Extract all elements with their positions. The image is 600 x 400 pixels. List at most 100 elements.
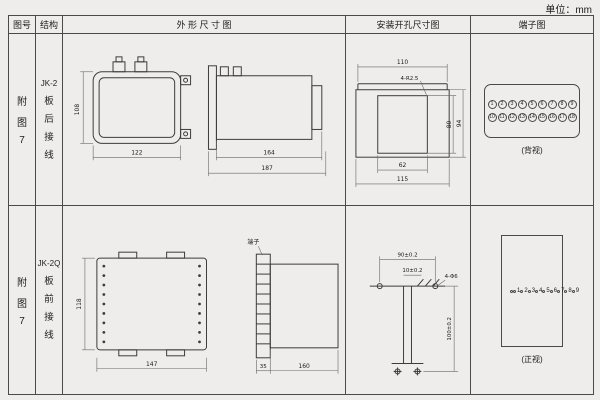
- relay-front-view: [96, 251, 207, 357]
- terminal-pin: 1: [487, 99, 497, 109]
- terminal-pin: 12: [507, 112, 517, 122]
- structure-char: 板: [44, 276, 54, 287]
- dim-10-label: 10±0.2: [402, 268, 422, 274]
- terminal-pin: 13: [517, 112, 527, 122]
- panel-section-view: [369, 278, 446, 376]
- terminal-hole-icon: [564, 289, 568, 293]
- view-label: (正视): [521, 355, 543, 364]
- relay-side-view: [255, 253, 339, 359]
- terminal-number: 8: [568, 288, 572, 294]
- model-label: JK-2: [40, 78, 58, 88]
- dim-160-label: 160: [298, 363, 310, 370]
- terminal-left: 7: [557, 288, 564, 294]
- dimension-labels: 108 122 164 187: [74, 104, 275, 173]
- terminal-pin: 14: [527, 112, 537, 122]
- mounting-cell-jk2q: 90±0.2 10±0.2 4-Φ6 100±0.2: [346, 206, 471, 394]
- terminal-hole-icon: [513, 289, 516, 293]
- fig-no-char: 7: [19, 315, 25, 327]
- terminal-pin: 2: [497, 99, 507, 109]
- model-label: JK-2Q: [37, 259, 61, 268]
- structure-char: 线: [44, 149, 54, 161]
- terminal-pin: 15: [537, 112, 547, 122]
- terminal-number: 6: [553, 288, 558, 294]
- structure-chars: 板后接线: [44, 93, 54, 161]
- header-terminal: 端子图: [471, 16, 593, 34]
- mounting-drawing-jk2: 110 4-R2.5 80 94 62 115: [355, 59, 467, 187]
- terminal-left: 6: [549, 288, 558, 294]
- outline-drawing-jk2: 108 122 164 187: [74, 56, 327, 177]
- terminal-hole-icon: [510, 289, 513, 293]
- terminal-pin: 8: [557, 99, 567, 109]
- structure-char: 后: [44, 113, 54, 125]
- terminal-number: 5: [546, 288, 550, 294]
- structure-cell-jk2q: JK-2Q 板前接线: [36, 206, 63, 394]
- terminal-pin: 7: [547, 99, 557, 109]
- dim-115-label: 115: [397, 176, 409, 183]
- dimension-lines: [379, 256, 459, 372]
- corner-radius-note: 4-R2.5: [401, 76, 419, 82]
- terminal-pin: 16: [547, 112, 557, 122]
- unit-label: 单位：mm: [545, 5, 592, 16]
- dim-108-label: 108: [74, 104, 81, 116]
- terminal-number: 2: [524, 288, 528, 294]
- structure-cell-jk2: JK-2 板后接线: [36, 34, 63, 206]
- terminal-left: 1: [513, 288, 520, 294]
- terminal-pin: 4: [517, 99, 527, 109]
- mounting-cell-jk2: 110 4-R2.5 80 94 62 115: [346, 34, 471, 206]
- dim-90-label: 90±0.2: [397, 252, 417, 258]
- terminal-pin: 3: [507, 99, 517, 109]
- fig-no-char: 7: [19, 135, 25, 146]
- outline-cell-jk2: 108 122 164 187: [63, 34, 346, 206]
- terminal-pin-dots: [102, 264, 201, 344]
- terminal-left: 9: [571, 288, 580, 294]
- structure-char: 线: [44, 330, 54, 341]
- terminal-left: 2: [520, 288, 528, 294]
- terminal-hole-icon: [535, 289, 539, 293]
- panel-cutout-view: [355, 83, 450, 158]
- fig-no-cell-jk2: 附图 7: [9, 34, 36, 206]
- mounting-drawing-jk2q: 90±0.2 10±0.2 4-Φ6 100±0.2: [369, 252, 459, 376]
- terminal-left: 5: [542, 288, 550, 294]
- dim-122-label: 122: [131, 149, 143, 156]
- terminal-hole-icon: [557, 289, 561, 293]
- terminal-number: 1: [517, 288, 521, 294]
- terminal-number: 7: [561, 288, 565, 294]
- terminal-hole-icon: [571, 289, 575, 293]
- outline-drawing-jk2q: 118 147 端子 35 160: [76, 238, 339, 374]
- view-label: (背视): [521, 145, 543, 155]
- terminal-left: 8: [564, 288, 572, 294]
- dim-187-label: 187: [261, 165, 273, 172]
- fig-no-char: 图: [17, 118, 27, 129]
- terminal-number: 4: [539, 288, 543, 294]
- structure-char: 接: [44, 312, 54, 323]
- terminal-number: 9: [575, 288, 580, 294]
- relay-front-view: [92, 56, 192, 144]
- dim-62-label: 62: [399, 162, 407, 169]
- terminal-strip-label: 端子: [247, 238, 259, 246]
- dim-100-label: 100±0.2: [447, 317, 453, 341]
- terminal-pin: 11: [497, 112, 507, 122]
- terminal-number: 3: [531, 288, 536, 294]
- dim-110-label: 110: [397, 59, 409, 66]
- terminal-hole-icon: [527, 289, 531, 293]
- dimension-lines: [81, 246, 339, 374]
- terminal-pin: 6: [537, 99, 547, 109]
- fig-no-char: 图: [17, 298, 27, 310]
- terminal-hole-icon: [542, 289, 546, 293]
- header-structure: 结构: [36, 16, 63, 34]
- terminal-left: 4: [535, 288, 542, 294]
- terminal-left: 3: [527, 288, 536, 294]
- relay-side-view: [207, 65, 323, 150]
- structure-char: 接: [44, 131, 54, 143]
- dimension-lines: [355, 63, 467, 187]
- dim-35-label: 35: [260, 364, 267, 370]
- terminal-right: [509, 289, 513, 293]
- fig-no-char: 附: [17, 97, 27, 108]
